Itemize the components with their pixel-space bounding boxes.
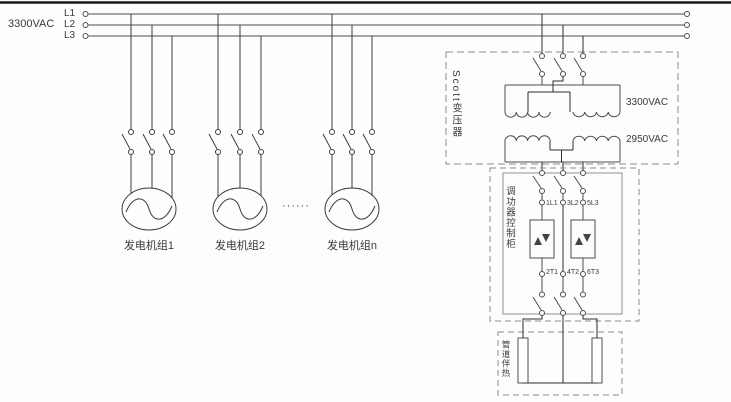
- switch-blades: [532, 175, 583, 189]
- thyristor-box: [570, 219, 596, 259]
- generator-sine-wave: [125, 198, 173, 220]
- generator-unit-1: [121, 14, 177, 231]
- regulator-output-switch: [532, 291, 586, 316]
- heater-resistor-1: [517, 337, 529, 384]
- primary-windings: [504, 111, 621, 118]
- regulator-output-terminals: [539, 271, 586, 292]
- generator-1-leads: [130, 154, 173, 198]
- generator-n-label: 发电机组n: [326, 240, 378, 252]
- thyristor-module-1: [529, 205, 555, 272]
- load-box: [497, 331, 623, 396]
- generator-2-label: 发电机组2: [214, 240, 266, 252]
- generator-n-feeders: [331, 14, 373, 130]
- switch-blades: [532, 296, 583, 311]
- generators-ellipsis: ······: [282, 200, 310, 212]
- terminal-1l1-label: 1L1: [546, 200, 558, 207]
- thyristor-module-2: [570, 205, 596, 272]
- thyristor-symbols: [575, 234, 591, 245]
- breaker-blades: [121, 133, 172, 150]
- scott-transformer-box: [445, 51, 679, 165]
- load-feeders: [522, 315, 598, 383]
- phase-label-l2: L2: [64, 19, 76, 30]
- regulator-outer-box: [489, 167, 640, 322]
- bus-bars: [82, 11, 690, 39]
- heater-resistor-2: [591, 337, 603, 384]
- thyristor-symbols: [534, 234, 550, 245]
- generator-1-feeders: [130, 14, 173, 130]
- generator-n-breaker: [322, 129, 375, 155]
- primary-winding-connections: [504, 76, 621, 112]
- transformer-switch: [532, 53, 586, 77]
- secondary-windings: [504, 135, 621, 142]
- generator-unit-2: [208, 14, 268, 231]
- breaker-blades: [322, 133, 372, 150]
- generator-2-breaker: [208, 129, 264, 155]
- terminal-3l2-label: 3L2: [567, 200, 579, 207]
- switch-blades: [532, 57, 583, 72]
- load-label: 管道伴热: [501, 340, 511, 378]
- terminal-4t2-label: 4T2: [567, 269, 580, 276]
- phase-label-l1: L1: [64, 8, 76, 19]
- breaker-blades: [208, 133, 261, 150]
- terminal-5l3-label: 5L3: [587, 200, 599, 207]
- bus-end-terminals: [82, 11, 690, 39]
- scott-transformer-label: Scott变压器: [450, 70, 461, 139]
- secondary-winding-connections: [504, 141, 621, 171]
- regulator-cabinet-label: 调功器控制柜: [504, 186, 515, 249]
- generator-sine-wave: [328, 198, 376, 220]
- primary-voltage-label: 3300VAC: [626, 97, 669, 108]
- generator-sine-wave: [216, 198, 264, 220]
- terminal-2t1-label: 2T1: [546, 269, 559, 276]
- bus-voltage-label: 3300VAC: [8, 18, 55, 30]
- generator-2-feeders: [217, 14, 262, 130]
- generator-unit-n: [322, 14, 380, 231]
- generator-1-label: 发电机组1: [123, 240, 175, 252]
- generator-n-symbol: [324, 187, 380, 231]
- generator-2-symbol: [212, 187, 268, 231]
- scott-transformer-section: [445, 14, 679, 171]
- generator-1-breaker: [121, 129, 175, 155]
- phase-label-l3: L3: [64, 30, 76, 41]
- thyristor-box: [529, 219, 555, 259]
- terminal-6t3-label: 6T3: [587, 269, 600, 276]
- power-regulator-section: [489, 167, 640, 322]
- secondary-voltage-label: 2950VAC: [626, 134, 669, 145]
- heating-load-section: [497, 315, 623, 396]
- generator-n-leads: [331, 154, 373, 196]
- generator-2-leads: [217, 154, 262, 197]
- generator-1-symbol: [121, 187, 177, 231]
- transformer-feeders: [541, 14, 584, 54]
- regulator-input-switch: [532, 170, 586, 194]
- regulator-input-terminals: [539, 193, 586, 206]
